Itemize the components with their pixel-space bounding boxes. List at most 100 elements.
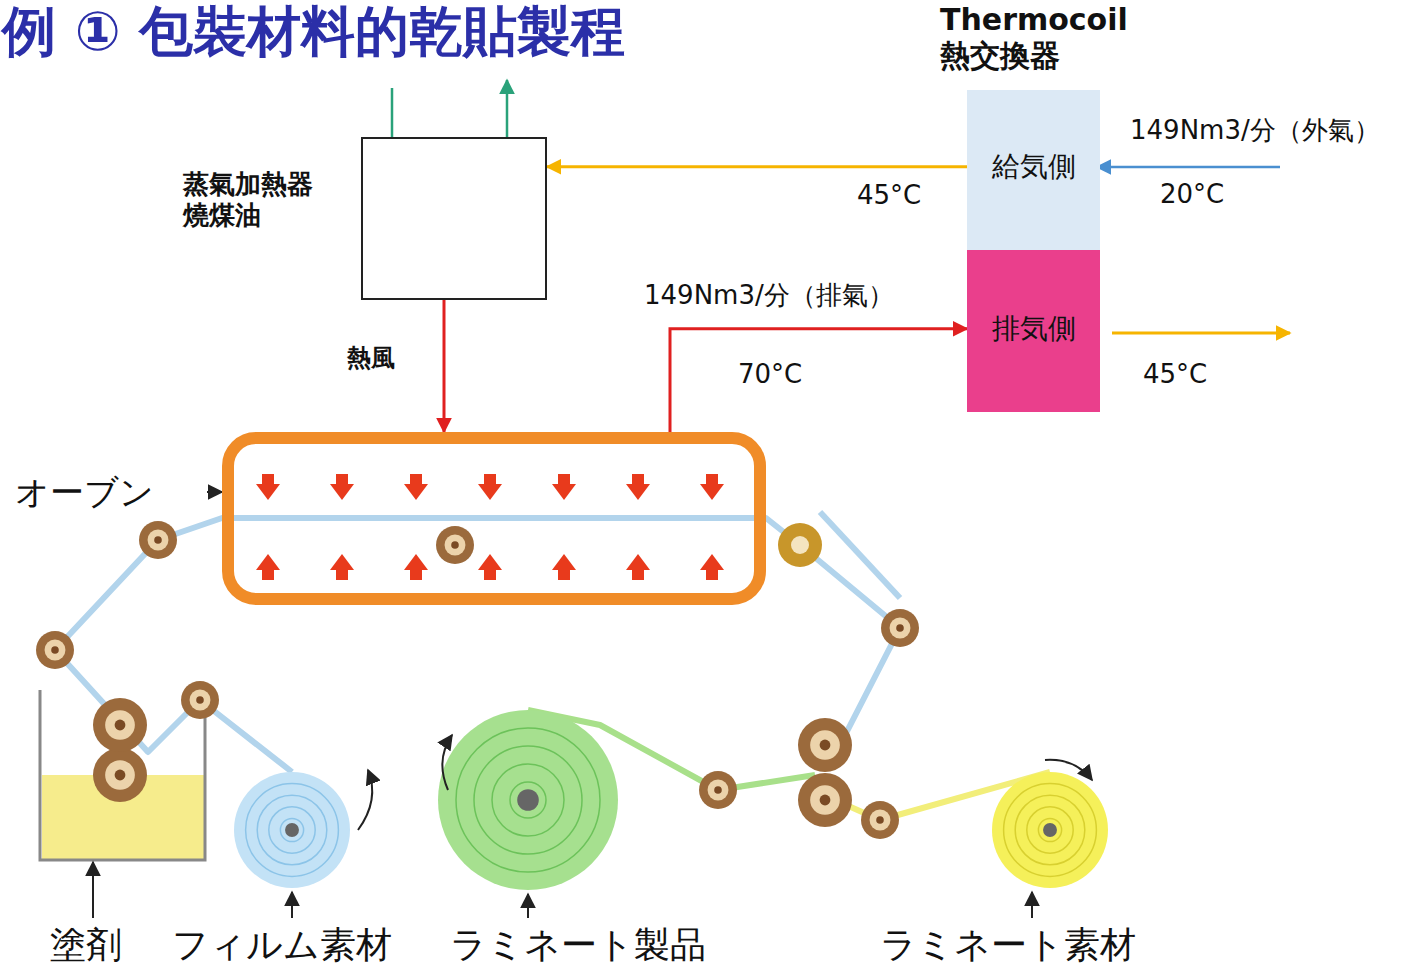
roller-hub (810, 730, 840, 760)
laminate-product-reel-ring (510, 782, 546, 818)
temperature: 20°C (1160, 180, 1224, 209)
roller-hub (45, 640, 66, 661)
film-reel-ring (246, 784, 339, 877)
exhaust-out-arrow (1112, 332, 1290, 335)
oven: オーブン (222, 432, 766, 605)
roller-axle (115, 720, 126, 731)
laminate-material-reel-ring (1015, 795, 1085, 865)
roller-axle (876, 816, 884, 824)
roller (93, 698, 147, 752)
hot-air-up-arrow (478, 554, 502, 580)
leader-arrow (291, 892, 293, 918)
roller (798, 773, 852, 827)
supply-side: 給気側 (967, 90, 1100, 250)
film-reel-core (285, 823, 299, 837)
flow-label: 熱風 (345, 344, 397, 373)
roller-axle (115, 770, 126, 781)
laminate-material-reel (992, 772, 1108, 888)
film-reel-ring (280, 818, 303, 841)
roller (36, 631, 74, 669)
roller-axle (451, 541, 459, 549)
roller-hub (105, 760, 135, 790)
laminate-material-reel-ring (1004, 784, 1097, 877)
oven-pointer (207, 491, 222, 493)
leader-arrow (92, 862, 94, 918)
node-label: 排気側 (967, 312, 1100, 346)
roller-axle (196, 696, 204, 704)
roller (881, 609, 919, 647)
part-name: フィルム素材 (172, 925, 392, 965)
hot-air-up-arrow (404, 554, 428, 580)
film-web-guide (820, 512, 900, 598)
film-reel-ring (257, 795, 327, 865)
roller-hub (890, 618, 911, 639)
roller (699, 771, 737, 809)
laminate-material-reel-ring (1038, 818, 1061, 841)
laminate-product-reel (438, 710, 618, 890)
hot-air-down-arrow (256, 474, 280, 500)
guide-roller-hub (791, 536, 809, 554)
roller (139, 521, 177, 559)
roller-axle (154, 536, 162, 544)
flow-arrow (443, 300, 446, 432)
roller (181, 681, 219, 719)
roller-hub (870, 810, 891, 831)
roller-axle (820, 795, 831, 806)
heat-exchanger: Thermocoil 熱交換器給気側排気側 (967, 90, 1090, 412)
roller-hub (105, 710, 135, 740)
hot-air-down-arrow (626, 474, 650, 500)
leader-arrow (1031, 892, 1033, 918)
hot-air-down-arrow (552, 474, 576, 500)
roller (798, 718, 852, 772)
roller-axle (820, 740, 831, 751)
roller-hub (190, 690, 211, 711)
laminate-material-reel-core (1043, 823, 1057, 837)
node-label: 給気側 (967, 150, 1100, 184)
hot-air-down-arrow (404, 474, 428, 500)
guide-roller (778, 523, 822, 567)
roller-hub (708, 780, 729, 801)
roller-hub (148, 530, 169, 551)
fresh-air-arrow (1097, 166, 1280, 169)
temperature: 45°C (1143, 360, 1207, 389)
node-label: Thermocoil 熱交換器 (940, 2, 1150, 74)
node-label: オーブン (15, 472, 154, 513)
hot-air-up-arrow (552, 554, 576, 580)
hot-air-up-arrow (700, 554, 724, 580)
heater-box: 蒸氣加熱器 燒煤油 (361, 137, 547, 300)
laminate-product-reel-ring (474, 746, 582, 854)
roller (436, 526, 474, 564)
part-name: ラミネート素材 (880, 925, 1136, 965)
leader-arrow (527, 894, 529, 918)
roller-hub (810, 785, 840, 815)
laminate-material-reel-ring (1027, 807, 1073, 853)
film-reel-ring (269, 807, 315, 853)
roller-axle (51, 646, 59, 654)
rotation-arrow (442, 735, 452, 790)
roller (93, 748, 147, 802)
roller-hub (445, 535, 466, 556)
rotation-arrow (358, 770, 372, 830)
hot-air-down-arrow (700, 474, 724, 500)
hot-air-down-arrow (330, 474, 354, 500)
rotation-arrow (1045, 760, 1092, 780)
hot-air-down-arrow (478, 474, 502, 500)
part-name: ラミネート製品 (450, 925, 706, 965)
roller (861, 801, 899, 839)
flow-rate: 149Nm3/分（外氣） (1130, 116, 1380, 145)
laminate-product-reel-core (517, 789, 539, 811)
roller-axle (896, 624, 904, 632)
hot-air-up-arrow (330, 554, 354, 580)
coating-tray (40, 690, 205, 860)
hot-air-up-arrow (626, 554, 650, 580)
flow-label: 45°C (855, 180, 923, 211)
flow-arrow (670, 329, 967, 432)
roller-axle (714, 786, 722, 794)
diagram-title: 例 ① 包裝材料的乾貼製程 (2, 0, 625, 65)
flow-arrow (547, 165, 967, 168)
node-label: 蒸氣加熱器 燒煤油 (183, 169, 325, 231)
hot-air-up-arrow (256, 554, 280, 580)
